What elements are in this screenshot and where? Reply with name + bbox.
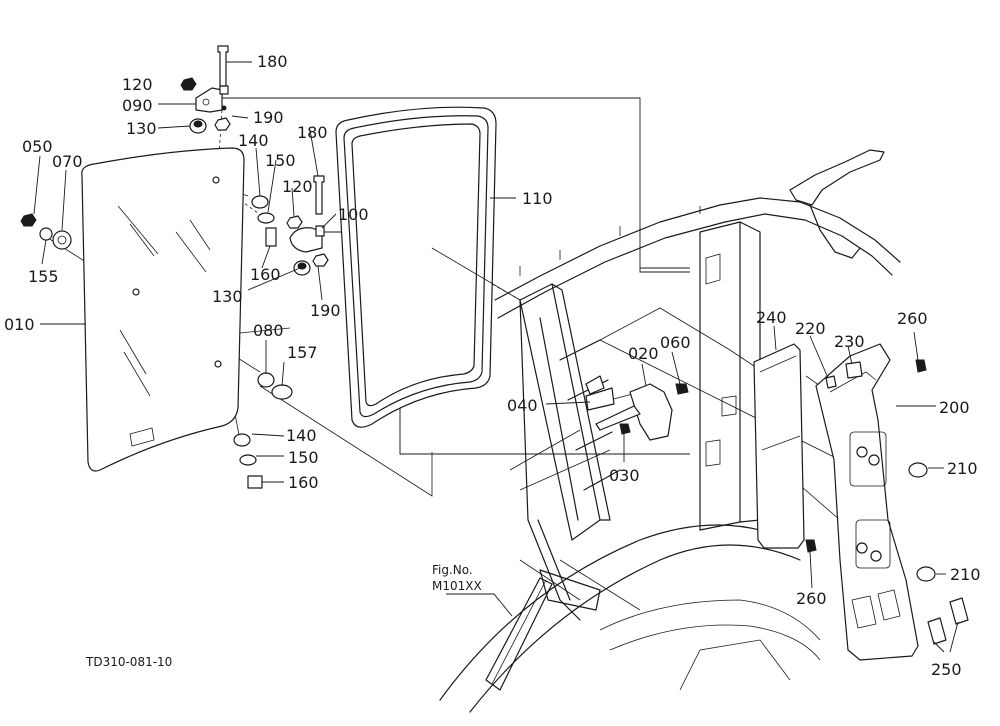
- label-050: 050: [22, 137, 53, 156]
- label-130-upper: 130: [126, 119, 157, 138]
- label-100: 100: [338, 205, 369, 224]
- door-glass: [81, 147, 245, 472]
- label-220: 220: [795, 319, 826, 338]
- label-090: 090: [122, 96, 153, 115]
- label-240: 240: [756, 308, 787, 327]
- label-210-upper: 210: [947, 459, 978, 478]
- pillar-trim: [753, 343, 969, 661]
- label-030: 030: [609, 466, 640, 485]
- label-260-upper: 260: [897, 309, 928, 328]
- drawing-code: TD310-081-10: [85, 655, 172, 669]
- label-230: 230: [834, 332, 865, 351]
- label-250: 250: [931, 660, 962, 679]
- part-labels: 180 120 090 190 130 050 070 140 150 180 …: [4, 52, 981, 679]
- label-020: 020: [628, 344, 659, 363]
- label-180-upper: 180: [257, 52, 288, 71]
- label-180-lower: 180: [297, 123, 328, 142]
- label-120-upper: 120: [122, 75, 153, 94]
- label-110: 110: [522, 189, 553, 208]
- label-010: 010: [4, 315, 35, 334]
- label-157: 157: [287, 343, 318, 362]
- label-140-upper: 140: [238, 131, 269, 150]
- fig-ref-number: M101XX: [432, 579, 482, 593]
- label-150-upper: 150: [265, 151, 296, 170]
- label-190-upper: 190: [253, 108, 284, 127]
- label-160-lower: 160: [288, 473, 319, 492]
- label-260-lower: 260: [796, 589, 827, 608]
- label-130-lower: 130: [212, 287, 243, 306]
- label-155: 155: [28, 267, 59, 286]
- label-040: 040: [507, 396, 538, 415]
- label-140-lower: 140: [286, 426, 317, 445]
- label-080: 080: [253, 321, 284, 340]
- label-190-lower: 190: [310, 301, 341, 320]
- label-210-lower: 210: [950, 565, 981, 584]
- hardware: [20, 45, 689, 489]
- label-150-lower: 150: [288, 448, 319, 467]
- label-070: 070: [52, 152, 83, 171]
- label-160-upper: 160: [250, 265, 281, 284]
- door-frame: [335, 106, 521, 428]
- label-120-lower: 120: [282, 177, 313, 196]
- label-200: 200: [939, 398, 970, 417]
- label-060: 060: [660, 333, 691, 352]
- leader-lines: [33, 61, 959, 653]
- fig-ref-title: Fig.No.: [432, 563, 473, 577]
